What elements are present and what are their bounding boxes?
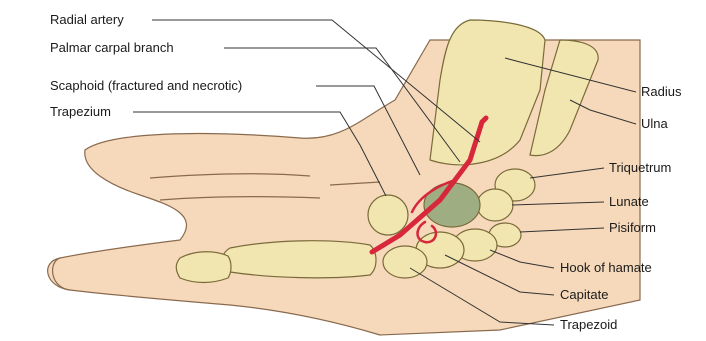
- label-hook-of-hamate: Hook of hamate: [560, 261, 652, 275]
- label-trapezium: Trapezium: [50, 105, 111, 119]
- label-radial-artery: Radial artery: [50, 13, 124, 27]
- label-pisiform: Pisiform: [609, 221, 656, 235]
- trapezoid-bone: [383, 246, 427, 278]
- label-scaphoid: Scaphoid (fractured and necrotic): [50, 79, 242, 93]
- label-trapezoid: Trapezoid: [560, 318, 617, 332]
- label-lunate: Lunate: [609, 195, 649, 209]
- label-ulna: Ulna: [641, 117, 668, 131]
- label-capitate: Capitate: [560, 288, 608, 302]
- label-triquetrum: Triquetrum: [609, 161, 671, 175]
- label-palmar-carpal-branch: Palmar carpal branch: [50, 41, 174, 55]
- label-radius: Radius: [641, 85, 681, 99]
- trapezium-bone: [368, 195, 408, 235]
- lunate-bone: [477, 189, 513, 221]
